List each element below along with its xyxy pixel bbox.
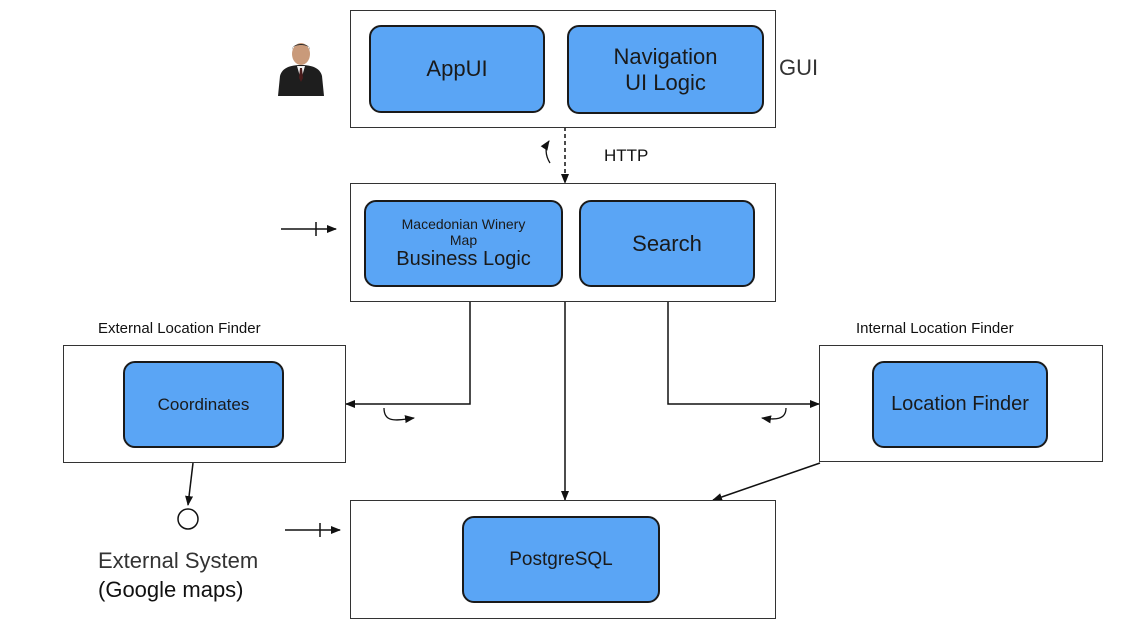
business-logic-label: Business Logic	[396, 248, 531, 271]
winery-business-logic-component: Macedonian Winery Map Business Logic	[364, 200, 563, 287]
database-entry-arrow	[285, 523, 341, 537]
app-ui-label: AppUI	[426, 56, 488, 82]
search-component: Search	[579, 200, 755, 287]
navigation-label-line2: UI Logic	[625, 69, 706, 95]
coordinates-component: Coordinates	[123, 361, 284, 448]
navigation-ui-logic-component: Navigation UI Logic	[567, 25, 764, 114]
business-entry-arrow	[281, 222, 337, 236]
external-system-interface-icon	[177, 508, 199, 530]
location-finder-label: Location Finder	[891, 393, 1029, 415]
http-label: HTTP	[604, 146, 649, 165]
app-ui-component: AppUI	[369, 25, 545, 113]
business-to-internal-connector	[667, 302, 820, 408]
coordinates-label: Coordinates	[157, 394, 250, 414]
external-finder-title: External Location Finder	[98, 320, 261, 337]
external-system-label-line1: External System	[98, 548, 259, 573]
winery-label-line2: Map	[449, 232, 478, 248]
internal-return-curve	[761, 407, 787, 424]
external-return-curve	[383, 407, 415, 424]
internal-finder-title: Internal Location Finder	[856, 320, 1014, 337]
postgresql-label: PostgreSQL	[509, 548, 613, 570]
winery-label-line1: Macedonian Winery	[401, 215, 526, 232]
navigation-label-line1: Navigation	[613, 44, 718, 70]
external-system-label-line2: (Google maps)	[98, 577, 244, 602]
http-return-curve	[540, 140, 551, 164]
search-label: Search	[632, 230, 702, 256]
location-finder-component: Location Finder	[872, 361, 1048, 448]
external-to-system-connector	[185, 462, 194, 506]
gui-label: GUI	[779, 55, 819, 80]
business-to-external-connector	[345, 302, 471, 408]
user-icon	[278, 43, 324, 96]
postgresql-component: PostgreSQL	[462, 516, 660, 603]
internal-to-database-connector	[712, 462, 821, 501]
